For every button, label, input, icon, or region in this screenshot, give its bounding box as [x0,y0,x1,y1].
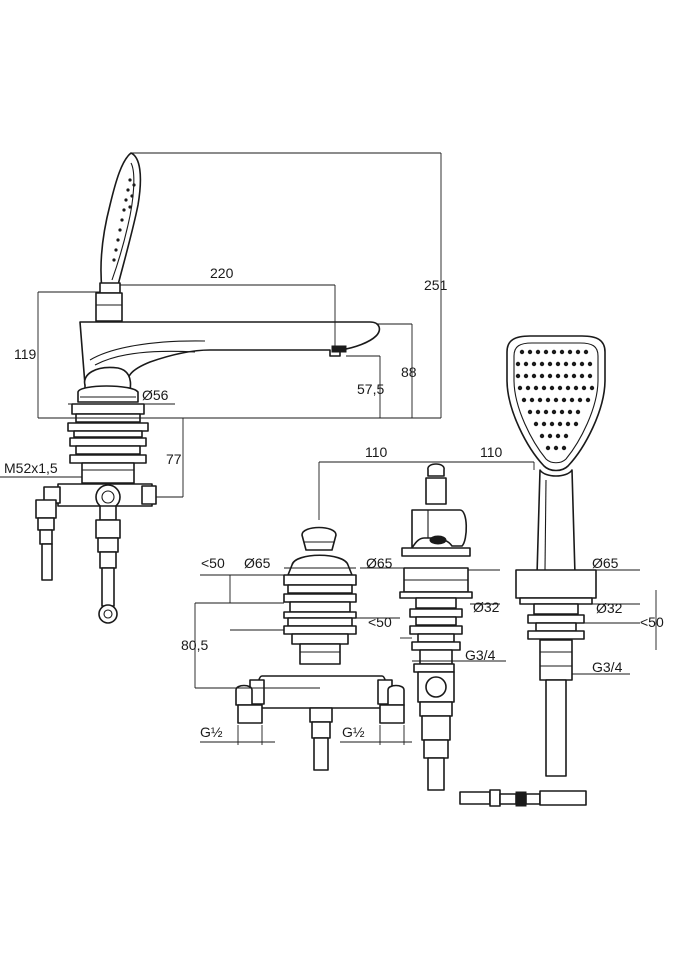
dim-handle-max: <50 [368,614,392,630]
hand-shower-nozzles-icon [112,178,136,262]
dim-shower-diameter: Ø65 [592,555,619,571]
dim-diverter-depth: 80,5 [181,637,208,653]
dim-inlet-right: G½ [342,724,365,740]
dim-thread: M52x1,5 [4,460,58,476]
diverter-dimension-lines [194,567,412,745]
dim-spout-outlet: 57,5 [357,381,384,397]
spout-dimension-lines [0,152,442,498]
dim-below-deck: 77 [166,451,182,467]
dim-body-height: 119 [14,346,37,362]
dim-overall-height: 251 [424,277,448,293]
dim-diverter-max-left: <50 [201,555,225,571]
mixer-dimension-lines [356,567,506,662]
dim-shower-hole: Ø32 [596,600,623,616]
dim-handle-diameter: Ø65 [366,555,393,571]
shower-dimension-lines [572,569,657,675]
dim-spout-reach: 220 [210,265,234,281]
dim-spacing-2: 110 [480,444,503,460]
dim-shower-max: <50 [640,614,664,630]
hand-shower-assembly [459,335,606,807]
dim-inlet-left: G½ [200,724,223,740]
dim-diverter-diameter: Ø65 [244,555,271,571]
spout-body [79,321,381,386]
diverter-assembly [235,526,405,771]
dim-spout-height: 88 [401,364,417,380]
dim-base-diameter: Ø56 [142,387,169,403]
hand-shower-head [506,335,606,472]
dim-handle-hole: Ø32 [473,599,500,615]
shower-nozzles-icon [515,349,595,451]
dim-thread-handle: G3/4 [465,647,496,663]
spacing-dimension-lines [318,461,535,520]
dim-thread-shower: G3/4 [592,659,623,675]
spout-hand-shower [100,152,142,291]
mixer-handle-assembly [399,463,473,791]
spout-assembly [35,152,381,624]
dim-spacing-1: 110 [365,444,388,460]
